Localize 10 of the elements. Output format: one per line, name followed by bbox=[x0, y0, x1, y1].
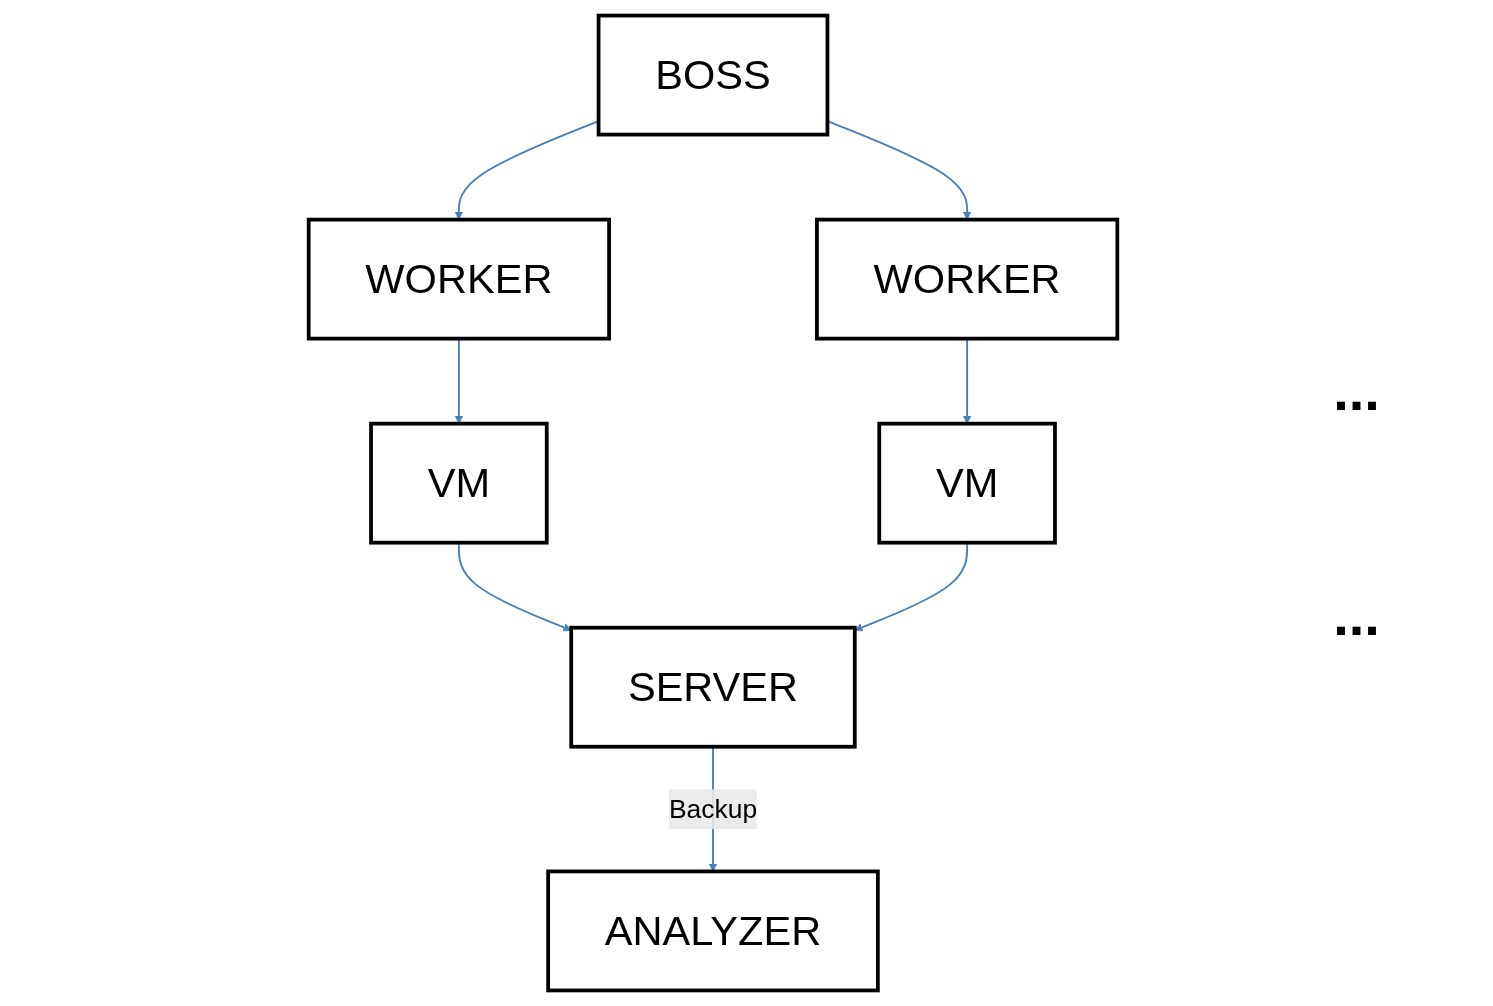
node-box: BOSS bbox=[596, 13, 830, 137]
node-box: VM bbox=[877, 421, 1057, 545]
node-box: ANALYZER bbox=[546, 869, 880, 993]
node-box: WORKER bbox=[815, 217, 1120, 341]
ellipsis-label: ... bbox=[1333, 358, 1380, 423]
ellipsis-label: ... bbox=[1333, 583, 1380, 648]
edge-label: Backup bbox=[669, 793, 758, 824]
node-box: WORKER bbox=[306, 217, 612, 341]
node-box: SERVER bbox=[569, 625, 857, 749]
node-box: VM bbox=[369, 421, 549, 545]
